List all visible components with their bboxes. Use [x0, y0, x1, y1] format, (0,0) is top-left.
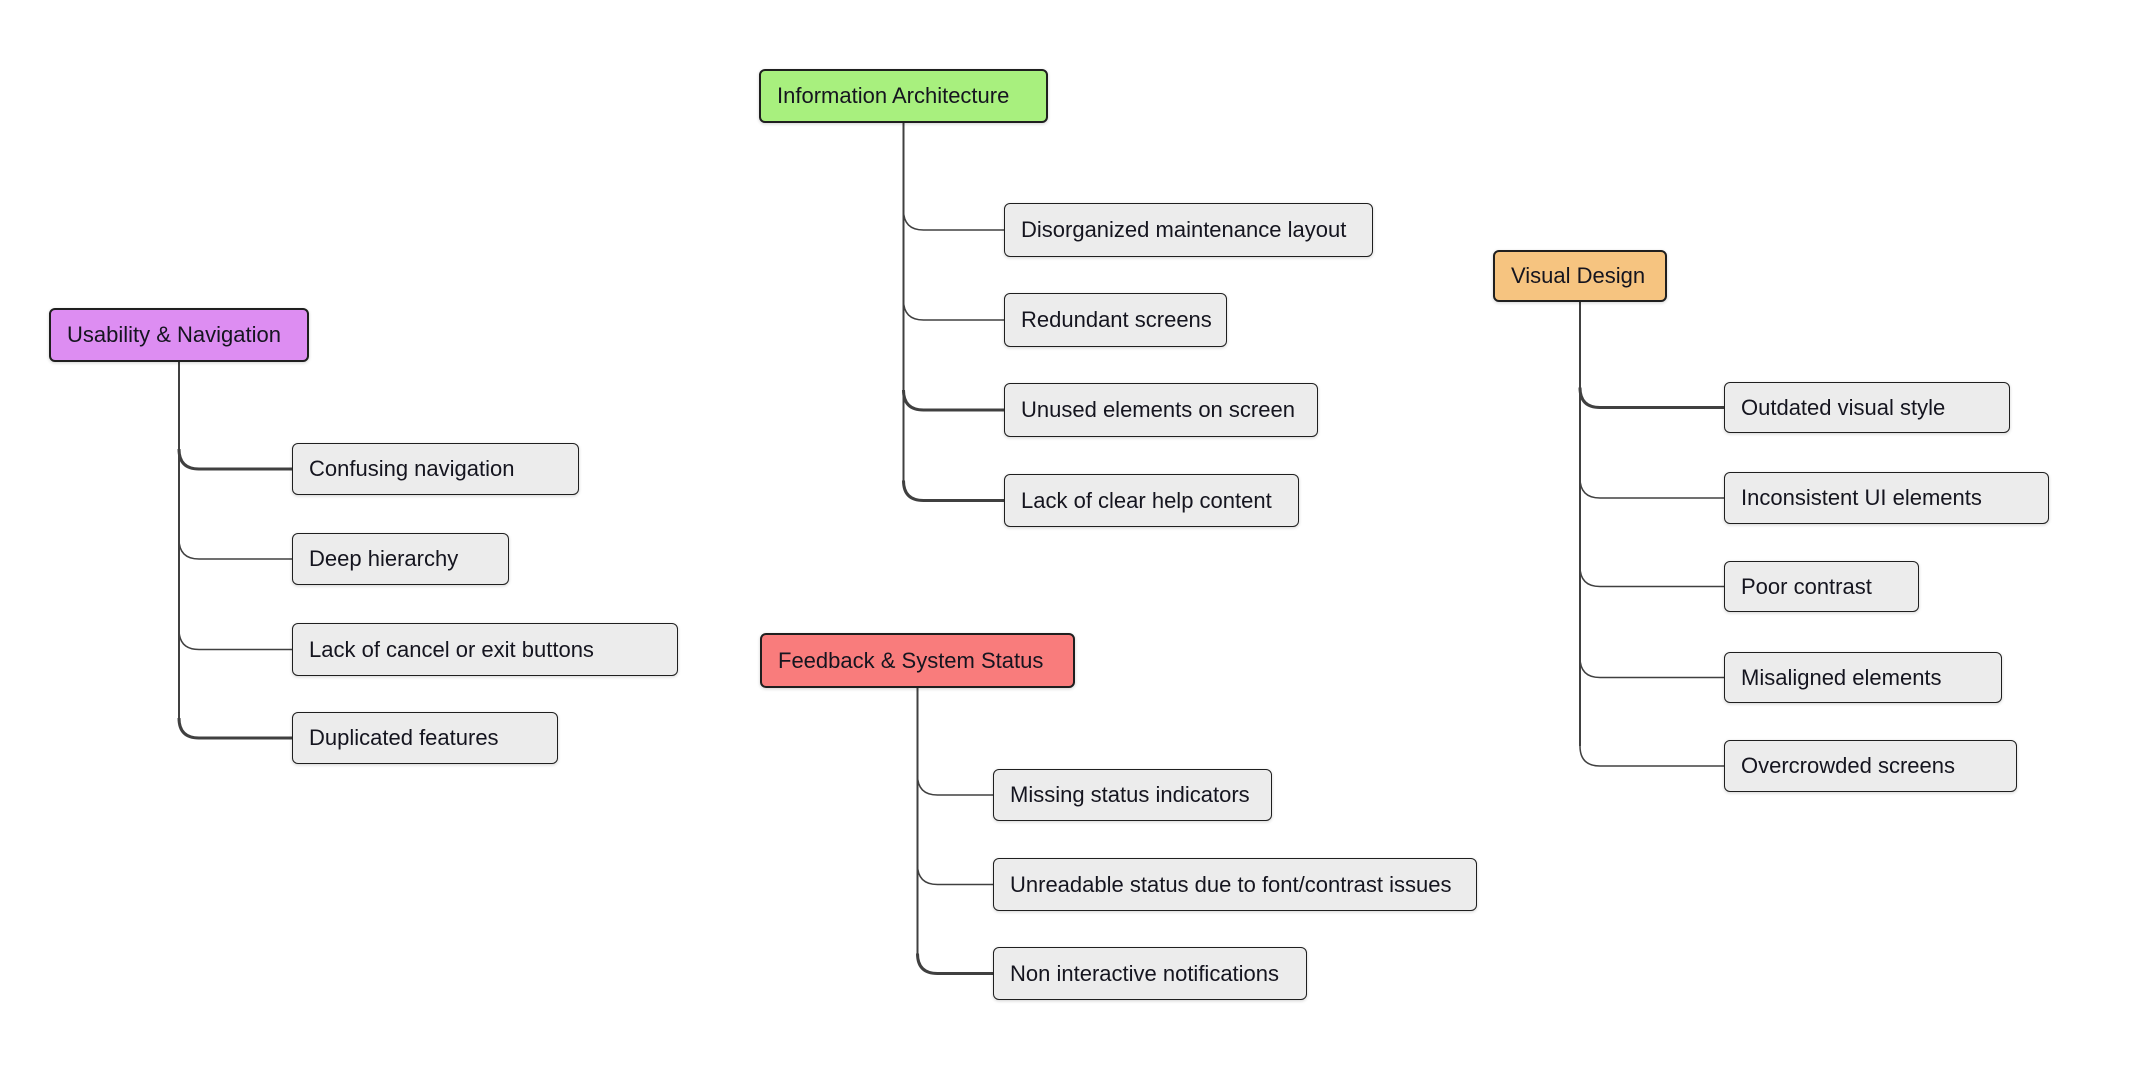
edge-branch: [1579, 745, 1724, 767]
child-node-usability-navigation-3: Duplicated features: [292, 712, 558, 764]
child-node-usability-navigation-2: Lack of cancel or exit buttons: [292, 623, 678, 676]
edge-branch: [178, 538, 292, 560]
child-node-feedback-system-status-1: Unreadable status due to font/contrast i…: [993, 858, 1477, 911]
edge-branch: [1579, 566, 1724, 588]
child-node-visual-design-4: Overcrowded screens: [1724, 740, 2017, 792]
edge-branch: [1579, 657, 1724, 679]
edge-branch: [902, 389, 1004, 412]
edge-branch: [178, 629, 292, 651]
root-node-usability-navigation: Usability & Navigation: [49, 308, 309, 362]
child-node-visual-design-3: Misaligned elements: [1724, 652, 2002, 703]
edge-branch: [1578, 387, 1724, 409]
edge-branch: [916, 953, 993, 975]
child-node-information-architecture-2: Unused elements on screen: [1004, 383, 1318, 437]
child-node-visual-design-0: Outdated visual style: [1724, 382, 2010, 433]
child-node-visual-design-2: Poor contrast: [1724, 561, 1919, 612]
edge-branch: [1579, 477, 1724, 499]
child-node-information-architecture-0: Disorganized maintenance layout: [1004, 203, 1373, 257]
root-node-information-architecture: Information Architecture: [759, 69, 1048, 123]
edge-branch: [902, 299, 1004, 321]
child-node-visual-design-1: Inconsistent UI elements: [1724, 472, 2049, 524]
edge-branch: [177, 717, 292, 740]
child-node-feedback-system-status-0: Missing status indicators: [993, 769, 1272, 821]
child-node-usability-navigation-0: Confusing navigation: [292, 443, 579, 495]
child-node-information-architecture-1: Redundant screens: [1004, 293, 1227, 347]
root-node-visual-design: Visual Design: [1493, 250, 1667, 302]
edge-branch: [916, 864, 993, 886]
child-node-usability-navigation-1: Deep hierarchy: [292, 533, 509, 585]
edge-branch: [902, 209, 1004, 231]
edge-branch: [902, 480, 1004, 502]
child-node-information-architecture-3: Lack of clear help content: [1004, 474, 1299, 527]
edge-branch: [177, 448, 292, 471]
root-node-feedback-system-status: Feedback & System Status: [760, 633, 1075, 688]
edge-branch: [916, 774, 993, 796]
child-node-feedback-system-status-2: Non interactive notifications: [993, 947, 1307, 1000]
